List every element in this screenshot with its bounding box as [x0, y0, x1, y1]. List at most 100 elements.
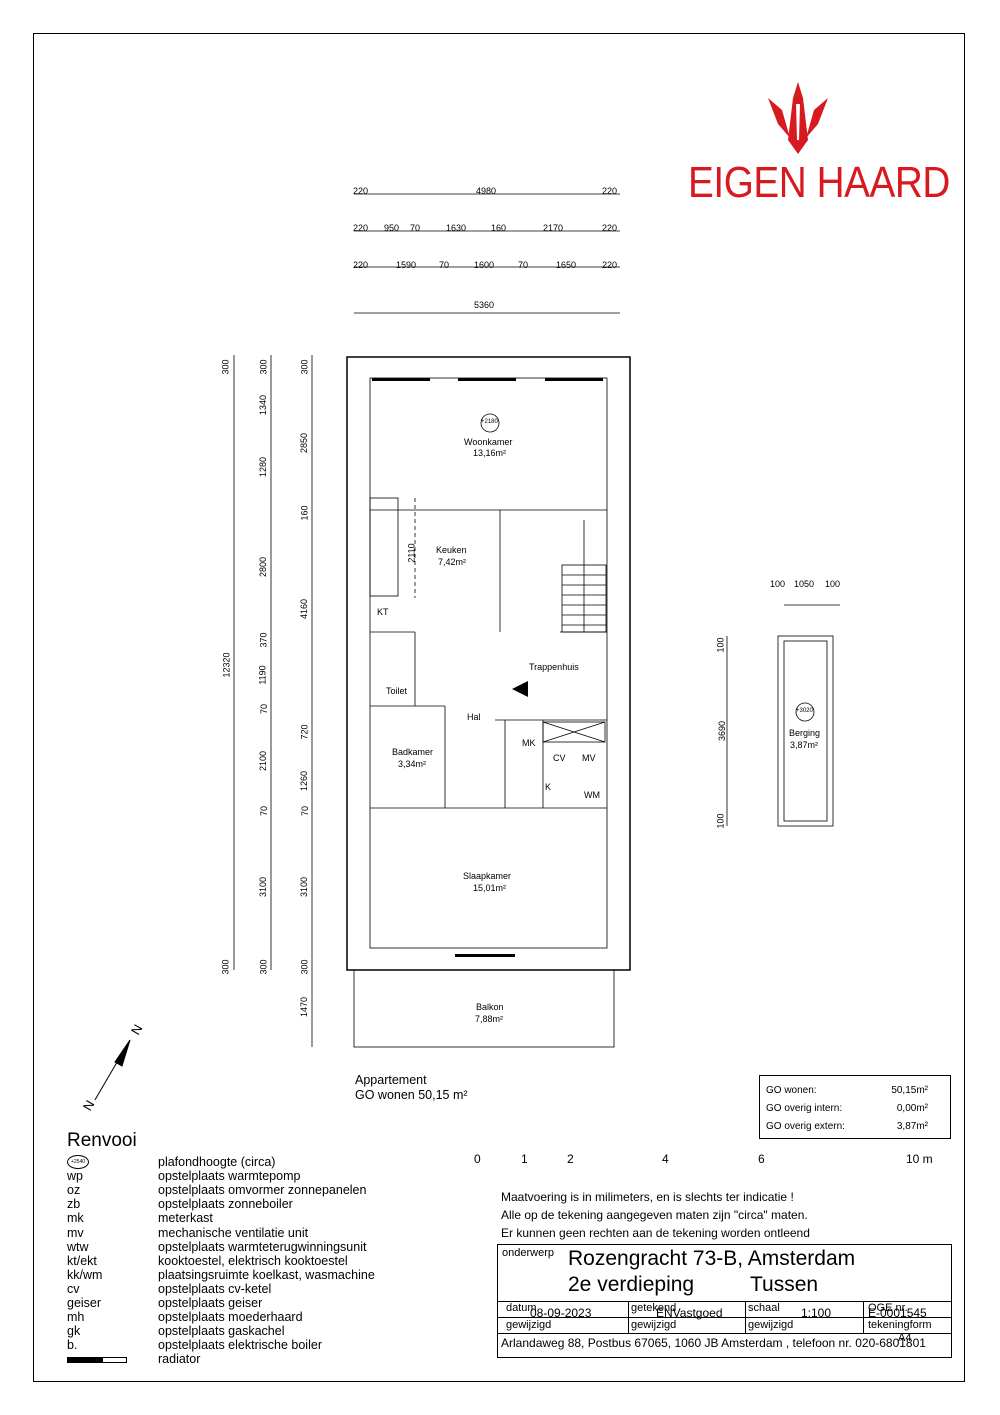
dim-kitchen: 2110: [406, 543, 417, 563]
dim-top1-right: 220: [602, 186, 618, 196]
legend-desc: opstelplaats elektrische boiler: [158, 1338, 322, 1353]
legend-abbr: wtw: [67, 1239, 89, 1254]
k-label: K: [545, 782, 552, 792]
slaapkamer-name: Slaapkamer: [463, 871, 512, 881]
note-line: Alle op de tekening aangegeven maten zij…: [501, 1208, 808, 1222]
toilet-label: Toilet: [386, 686, 408, 696]
oge-value: E-0001545: [868, 1306, 927, 1320]
dim-left2-i: 70: [259, 805, 270, 817]
badkamer-name: Badkamer: [392, 747, 434, 757]
woonkamer-area: 13,16m²: [473, 448, 507, 458]
footer-address: Arlandaweg 88, Postbus 67065, 1060 JB Am…: [501, 1336, 926, 1350]
dim-top4: 5360: [474, 300, 495, 310]
dim-left3-h: 3100: [299, 876, 310, 898]
legend-abbr: geiser: [67, 1296, 102, 1310]
dim-top3-e: 70: [518, 260, 529, 270]
dim-left3-g: 70: [300, 805, 311, 817]
legend-desc: opstelplaats gaskachel: [158, 1324, 285, 1339]
datum-label: datum: [506, 1302, 537, 1314]
dim-left2-c: 1280: [258, 456, 269, 478]
legend-desc: meterkast: [158, 1211, 213, 1226]
dim-top2-c: 70: [410, 223, 421, 233]
dim-top2-g: 220: [602, 223, 618, 233]
balkon-name: Balkon: [476, 1002, 504, 1012]
dim-top2-a: 220: [353, 223, 369, 233]
dim-top3-a: 220: [353, 260, 369, 270]
legend-abbr: oz: [67, 1183, 81, 1198]
trappenhuis-label: Trappenhuis: [529, 662, 579, 672]
legend-desc: mechanische ventilatie unit: [158, 1225, 309, 1240]
legend-abbr: b.: [67, 1338, 78, 1353]
kt-label: KT: [377, 607, 389, 617]
dim-berging-top-b: 1050: [794, 579, 815, 589]
dim-berging-left-b: 3690: [717, 720, 728, 742]
dim-left3-a: 300: [299, 359, 310, 375]
dim-top2-b: 950: [384, 223, 400, 233]
berging-name: Berging: [789, 728, 821, 738]
dim-left2-b: 1340: [258, 394, 269, 416]
woonkamer-height: +2180: [481, 419, 498, 425]
go-row: GO wonen:50,15m²: [766, 1085, 928, 1096]
dim-left2-f: 1190: [257, 665, 268, 685]
legend-desc: opstelplaats omvormer zonnepanelen: [158, 1183, 367, 1198]
legend-desc: opstelplaats cv-ketel: [158, 1281, 272, 1296]
wm-label: WM: [584, 790, 600, 800]
logo-icon: [768, 82, 828, 154]
legend-desc: opstelplaats geiser: [158, 1296, 263, 1310]
keuken-area: 7,42m²: [438, 557, 467, 567]
dim-top1-mid: 4980: [476, 186, 497, 196]
dim-berging-top-c: 100: [825, 579, 841, 589]
address: Rozengracht 73-B, Amsterdam: [568, 1247, 856, 1270]
note-line: Maatvoering is in milimeters, en is slec…: [501, 1190, 794, 1204]
woonkamer-name: Woonkamer: [464, 437, 513, 447]
dim-left1-b: 12320: [221, 652, 232, 678]
dim-top3-f: 1650: [556, 260, 577, 270]
dim-left3-f: 1260: [299, 770, 310, 792]
dim-left3-j: 1470: [299, 996, 310, 1018]
dim-left3-e: 720: [299, 724, 310, 740]
dim-top2-d: 1630: [446, 223, 467, 233]
appartement-summary: Appartement GO wonen 50,15 m²: [355, 1073, 468, 1103]
go-row: GO overig extern:3,87m²: [766, 1121, 928, 1132]
scale-label: 4: [662, 1152, 669, 1166]
dim-left2-e: 370: [258, 632, 269, 648]
note-line: Er kunnen geen rechten aan de tekening w…: [501, 1226, 810, 1240]
scale-label: 0: [474, 1152, 481, 1166]
dim-left2-a: 300: [258, 359, 269, 375]
tekeningform-value: A4: [898, 1332, 912, 1344]
legend-desc: kooktoestel, elektrisch kooktoestel: [158, 1253, 348, 1268]
dim-berging-left-c: 100: [715, 813, 726, 829]
getekend-label: getekend: [631, 1302, 677, 1314]
datum-value: 08-09-2023: [530, 1306, 592, 1320]
legend-abbr: zb: [67, 1197, 81, 1212]
dim-berging-left-a: 100: [715, 637, 726, 653]
schaal-label: schaal: [748, 1302, 780, 1314]
schaal-value: 1:100: [801, 1306, 832, 1320]
legend-abbr: kt/ekt: [67, 1253, 97, 1268]
dim-top3-c: 70: [439, 260, 450, 270]
legend-desc: plaatsingsruimte koelkast, wasmachine: [158, 1267, 375, 1282]
appartement-go: GO wonen 50,15 m²: [355, 1088, 468, 1102]
dim-top2-e: 160: [491, 223, 507, 233]
go-row: GO overig intern:0,00m²: [766, 1103, 928, 1114]
dim-berging-top-a: 100: [770, 579, 786, 589]
onderwerp-label: onderwerp: [502, 1247, 554, 1259]
dim-top2-f: 2170: [543, 223, 564, 233]
slaapkamer-area: 15,01m²: [473, 883, 507, 893]
dim-top3-g: 220: [602, 260, 618, 270]
dim-left2-k: 300: [258, 959, 269, 975]
dim-left2-d: 2800: [258, 556, 269, 578]
gewijzigd-label: gewijzigd: [631, 1319, 677, 1331]
dim-top3-d: 1600: [474, 260, 495, 270]
title-block: onderwerp Rozengracht 73-B, Amsterdam 2e…: [497, 1244, 952, 1358]
scale-label: 1: [521, 1152, 528, 1166]
mk-label: MK: [522, 738, 536, 748]
floor: 2e verdieping: [568, 1273, 695, 1296]
scale-label: 6: [758, 1152, 765, 1166]
oge-label: OGE nr.: [868, 1302, 908, 1314]
tekeningform-label: tekeningform: [868, 1319, 932, 1331]
legend-abbr: wp: [67, 1169, 83, 1184]
legend-abbr: cv: [67, 1281, 80, 1296]
dim-left2-g: 70: [259, 703, 270, 715]
legend-abbr: mh: [67, 1310, 85, 1325]
